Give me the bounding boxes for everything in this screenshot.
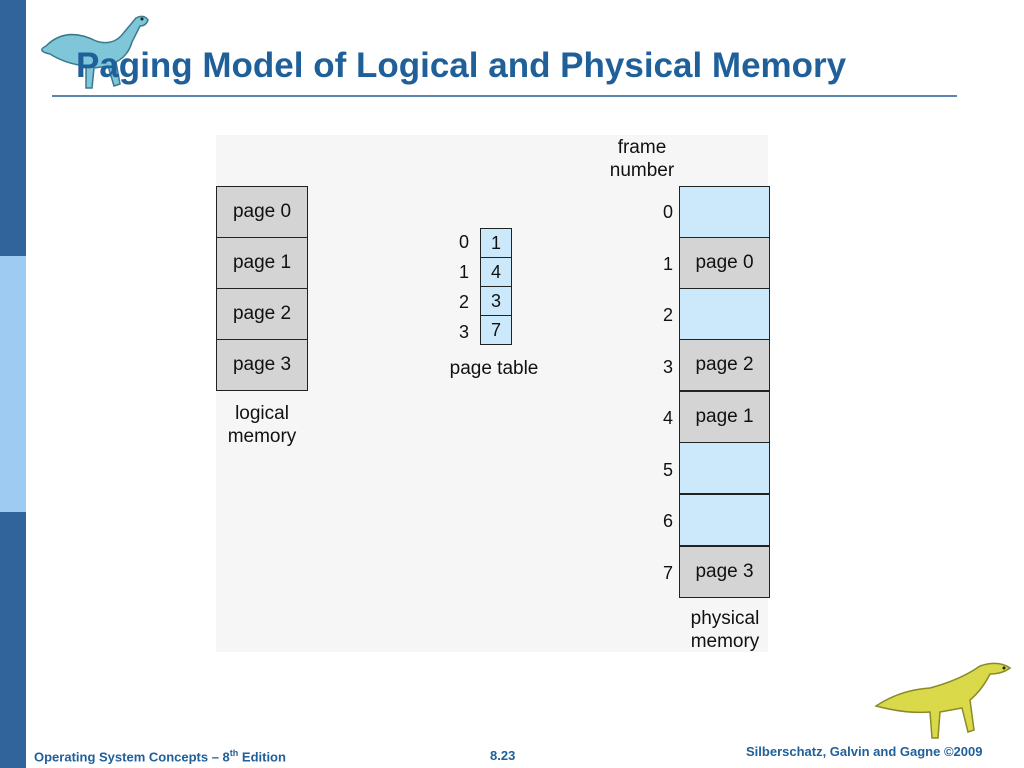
frame-number-3: 3 xyxy=(662,357,673,377)
physical-caption-line2: memory xyxy=(690,631,760,652)
page-table-entry-0: 1 xyxy=(480,228,512,258)
slide-number: 8.23 xyxy=(490,748,516,763)
frame-number-5: 5 xyxy=(662,460,673,480)
footer-authors: Silberschatz, Galvin and Gagne ©2009 xyxy=(746,744,983,759)
dinosaur-logo-icon xyxy=(41,15,149,89)
footer-book-text: Operating System Concepts – 8 xyxy=(34,749,230,765)
frame-number-6: 6 xyxy=(662,511,673,531)
physical-frame-6 xyxy=(679,494,770,546)
dinosaur-logo-icon xyxy=(874,662,1012,739)
slide-title: Paging Model of Logical and Physical Mem… xyxy=(76,46,847,85)
frame-header-line2: number xyxy=(609,160,675,181)
physical-frame-3: page 2 xyxy=(679,339,770,391)
logical-caption-line1: logical xyxy=(235,403,289,424)
frame-number-7: 7 xyxy=(662,563,673,583)
page-table-caption: page table xyxy=(449,358,539,379)
frame-number-0: 0 xyxy=(662,202,673,222)
logical-page-0: page 0 xyxy=(216,186,308,238)
page-table-index-1: 1 xyxy=(458,262,469,282)
logical-page-1: page 1 xyxy=(216,237,308,289)
logical-page-2: page 2 xyxy=(216,288,308,340)
frame-number-2: 2 xyxy=(662,305,673,325)
title-divider xyxy=(52,95,957,97)
page-table-index-0: 0 xyxy=(458,232,469,252)
physical-memory-caption: physical memory xyxy=(672,607,778,653)
page-table-entry-1: 4 xyxy=(480,257,512,287)
frame-number-4: 4 xyxy=(662,408,673,428)
diagram-background xyxy=(216,135,768,652)
frame-number-header: frame number xyxy=(594,136,690,182)
page-table-entry-3: 7 xyxy=(480,315,512,345)
frame-number-1: 1 xyxy=(662,254,673,274)
logical-caption-line2: memory xyxy=(227,426,297,447)
physical-frame-7: page 3 xyxy=(679,546,770,598)
footer-edition-text: Edition xyxy=(238,749,286,765)
physical-caption-line1: physical xyxy=(690,608,760,629)
frame-header-line1: frame xyxy=(617,137,667,158)
physical-frame-2 xyxy=(679,288,770,340)
logical-memory-caption: logical memory xyxy=(212,402,312,448)
physical-frame-1: page 0 xyxy=(679,237,770,289)
page-table-index-2: 2 xyxy=(458,292,469,312)
footer-book-title: Operating System Concepts – 8th Edition xyxy=(34,748,286,764)
sidebar-light xyxy=(0,256,26,512)
page-table-index-3: 3 xyxy=(458,322,469,342)
page-table-entry-2: 3 xyxy=(480,286,512,316)
physical-frame-5 xyxy=(679,442,770,494)
footer-edition-sup: th xyxy=(229,748,239,758)
logical-page-3: page 3 xyxy=(216,339,308,391)
physical-frame-0 xyxy=(679,186,770,238)
physical-frame-4: page 1 xyxy=(679,391,770,443)
